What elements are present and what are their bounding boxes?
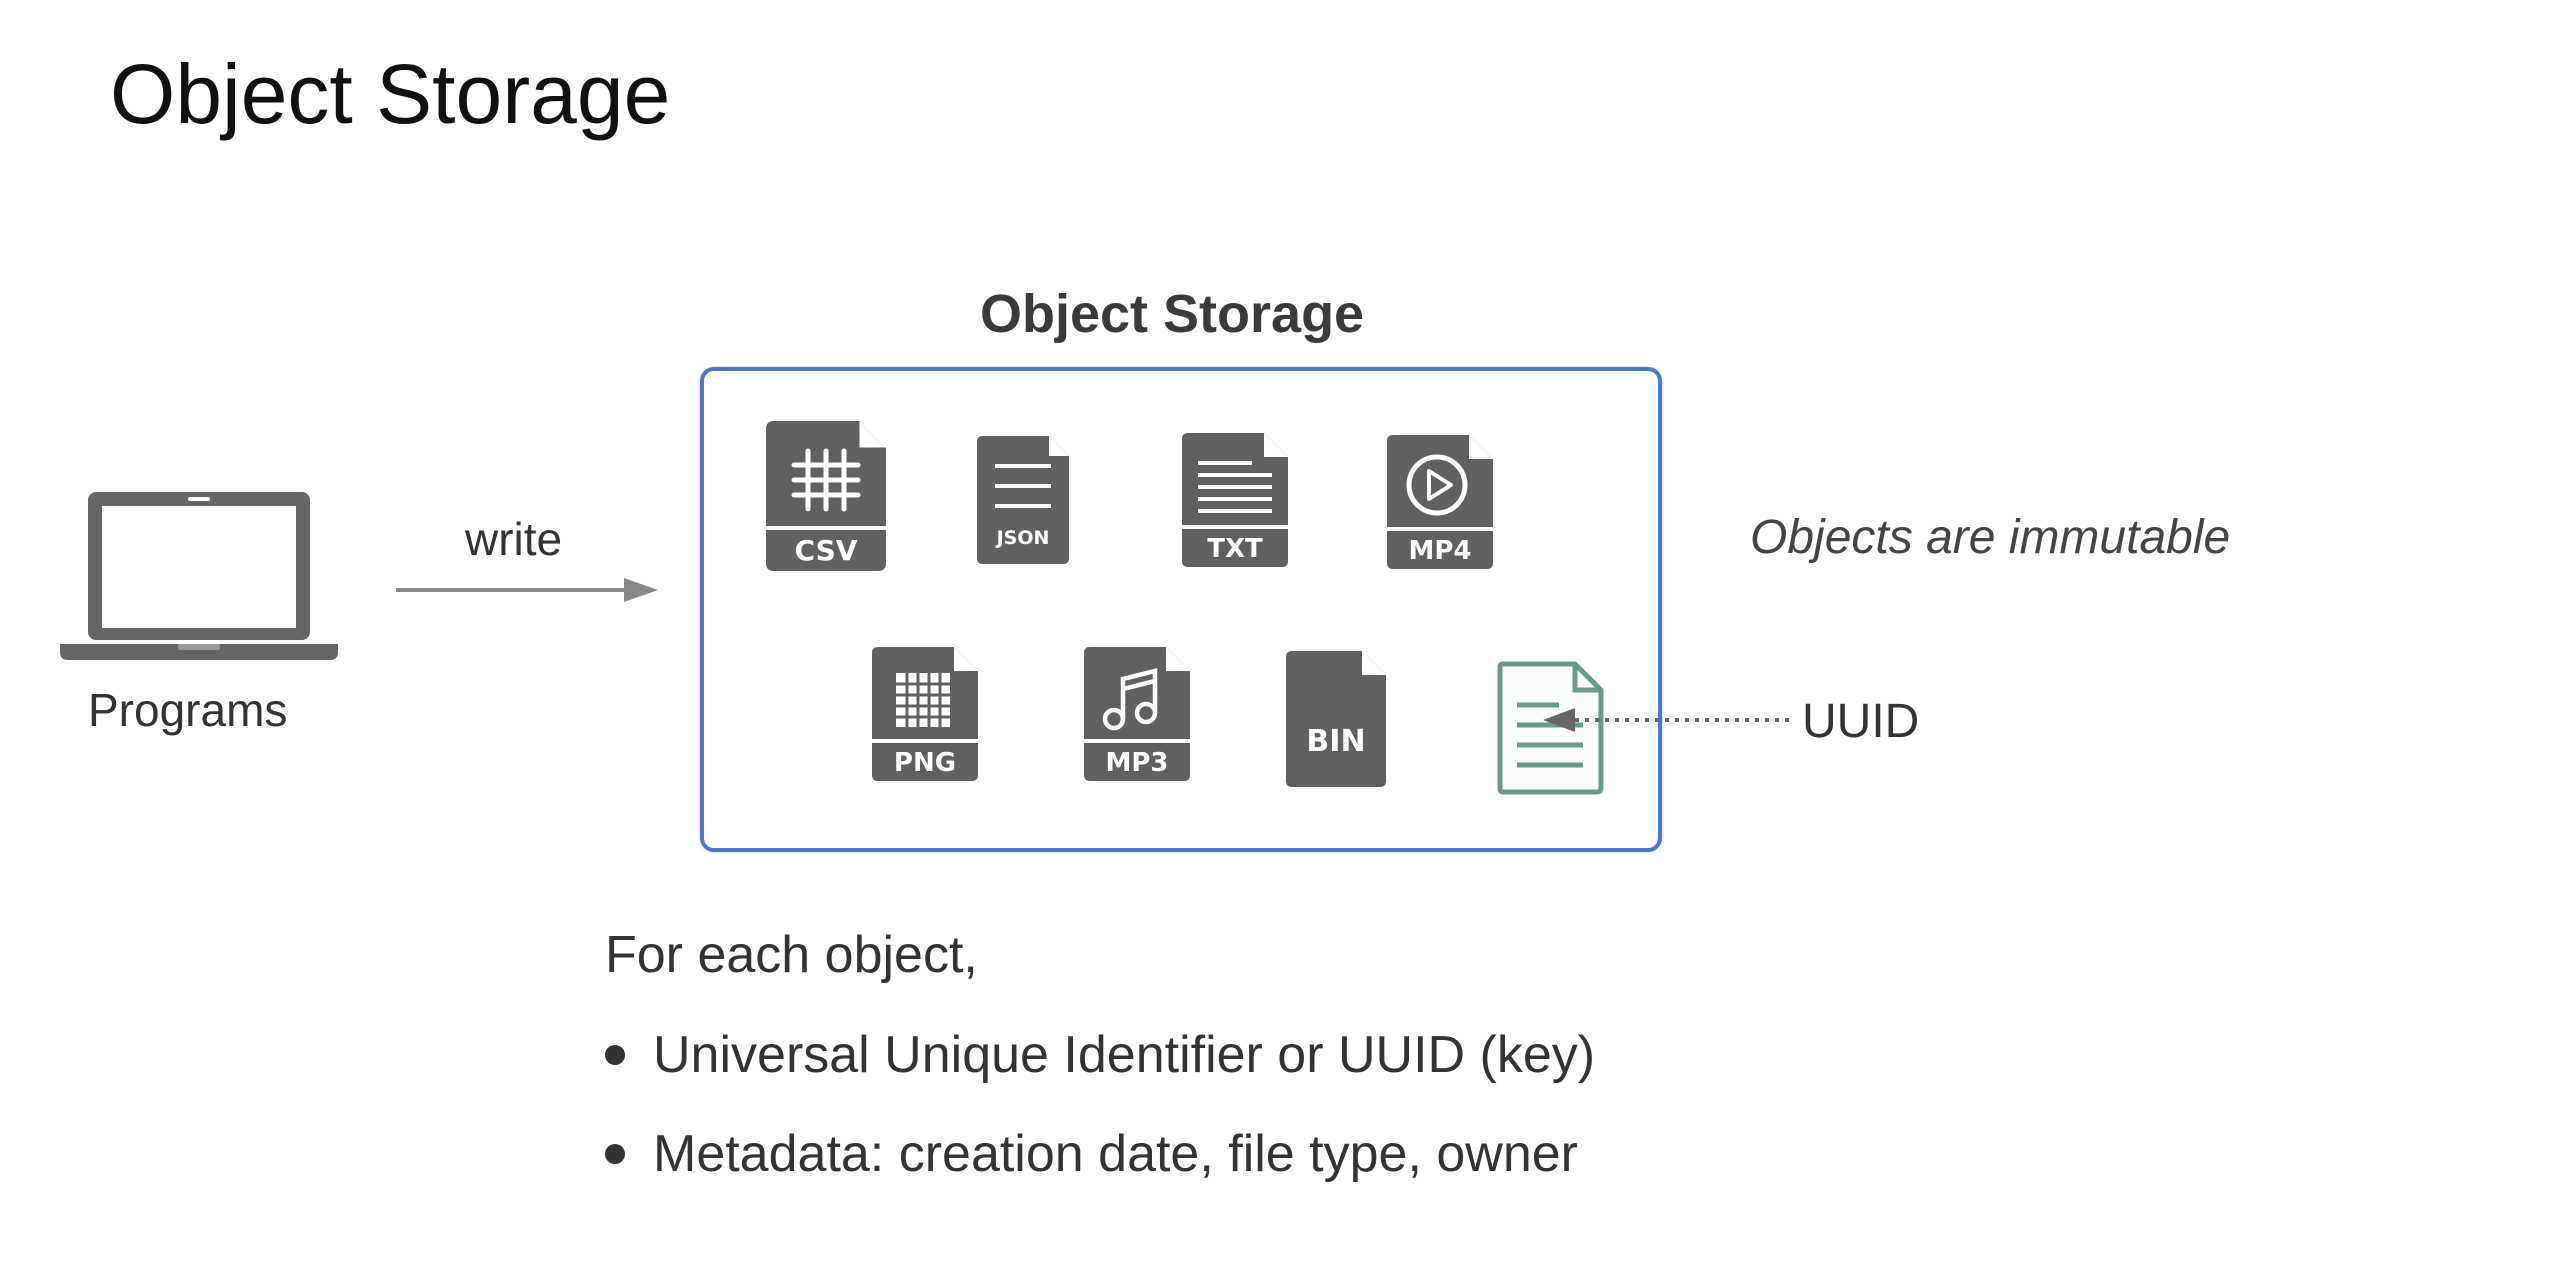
mp4-file-icon: MP4 xyxy=(1387,435,1493,569)
immutable-note: Objects are immutable xyxy=(1750,511,2231,564)
csv-file-label: CSV xyxy=(795,534,858,567)
storage-title: Object Storage xyxy=(980,284,1365,344)
mp3-file-icon: MP3 xyxy=(1084,647,1190,781)
json-file-label: JSON xyxy=(995,527,1050,549)
bullet-item-uuid: Universal Unique Identifier or UUID (key… xyxy=(605,1025,1595,1085)
write-label: write xyxy=(465,513,563,565)
uuid-pointer-arrow xyxy=(1535,700,1795,745)
bullet-dot xyxy=(605,1144,625,1164)
txt-file-icon: TXT xyxy=(1182,433,1288,567)
json-file-icon: JSON xyxy=(977,436,1069,564)
uuid-label: UUID xyxy=(1802,695,1920,748)
mp3-file-label: MP3 xyxy=(1105,748,1168,778)
bullet-dot xyxy=(605,1045,625,1065)
csv-file-icon: CSV xyxy=(766,421,886,571)
png-file-label: PNG xyxy=(894,748,956,778)
write-arrow xyxy=(392,570,662,615)
storage-container: CSV JSON TXT xyxy=(700,367,1662,852)
programs-label: Programs xyxy=(88,684,288,736)
bullet-item-metadata: Metadata: creation date, file type, owne… xyxy=(605,1124,1578,1184)
bullet-text: Metadata: creation date, file type, owne… xyxy=(653,1125,1578,1183)
laptop-icon xyxy=(60,488,338,673)
txt-file-label: TXT xyxy=(1207,534,1263,564)
bullet-text: Universal Unique Identifier or UUID (key… xyxy=(653,1026,1596,1084)
bin-file-icon: BIN xyxy=(1286,651,1386,787)
document-file-icon xyxy=(1497,661,1605,795)
mp4-file-label: MP4 xyxy=(1408,536,1471,566)
slide-title: Object Storage xyxy=(110,47,671,141)
notes-intro: For each object, xyxy=(605,926,978,984)
png-file-icon: PNG xyxy=(872,647,978,781)
bin-file-label: BIN xyxy=(1306,724,1365,759)
